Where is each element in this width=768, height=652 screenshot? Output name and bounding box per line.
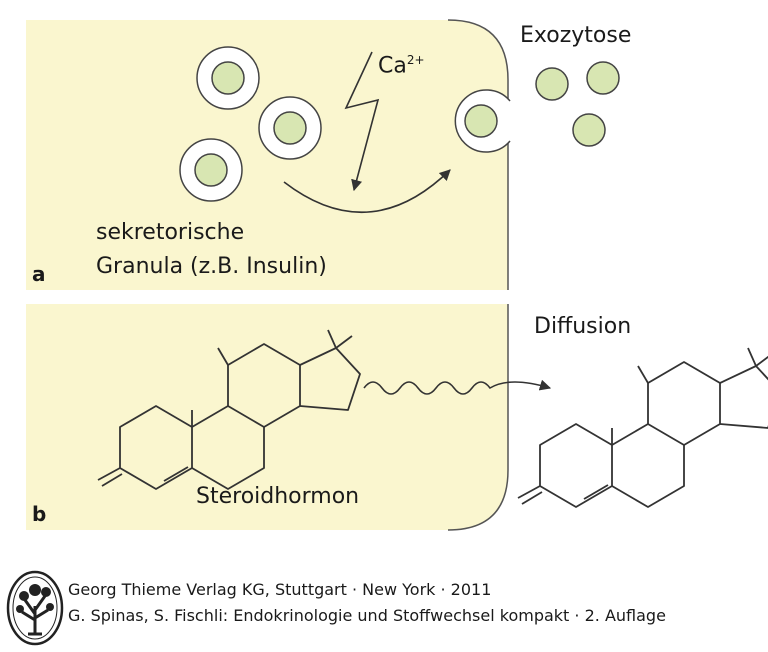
diffusion-arrow (363, 379, 552, 395)
calcium-label: Ca2+ (378, 54, 425, 77)
released-content (572, 113, 606, 147)
tree-seal-icon (6, 570, 64, 646)
calcium-symbol: Ca (378, 53, 407, 79)
secretory-granule (179, 138, 243, 202)
cell-membrane-a (447, 19, 509, 290)
secretory-granule (258, 96, 322, 160)
granule-label-line1: sekretorische (96, 220, 245, 245)
steroid-molecule-outside (517, 347, 768, 508)
book-line: G. Spinas, S. Fischli: Endokrinologie un… (68, 606, 666, 625)
diffusion-label: Diffusion (534, 314, 632, 339)
fusing-granule (454, 89, 511, 153)
secretory-granule (196, 46, 260, 110)
panel-separator (0, 291, 768, 303)
calcium-charge: 2+ (406, 53, 425, 67)
granule-label-line2: Granula (z.B. Insulin) (96, 254, 327, 279)
released-content (586, 61, 620, 95)
granule-movement-arrow (283, 169, 451, 214)
publisher-line: Georg Thieme Verlag KG, Stuttgart · New … (68, 580, 492, 599)
cell-membrane-b (447, 304, 509, 531)
calcium-lightning-icon (344, 51, 380, 192)
diagram-canvas (0, 19, 768, 531)
exocytosis-label: Exozytose (520, 23, 632, 48)
steroid-label: Steroidhormon (196, 484, 360, 509)
cell-a (26, 20, 508, 290)
panel-letter-a: a (32, 262, 46, 286)
released-content (535, 67, 569, 101)
panel-letter-b: b (32, 502, 47, 526)
cell-b (26, 304, 508, 530)
figure: Exozytose Ca2+ sekretorische Granula (z.… (0, 19, 768, 531)
publisher-footer: Georg Thieme Verlag KG, Stuttgart · New … (0, 568, 768, 648)
